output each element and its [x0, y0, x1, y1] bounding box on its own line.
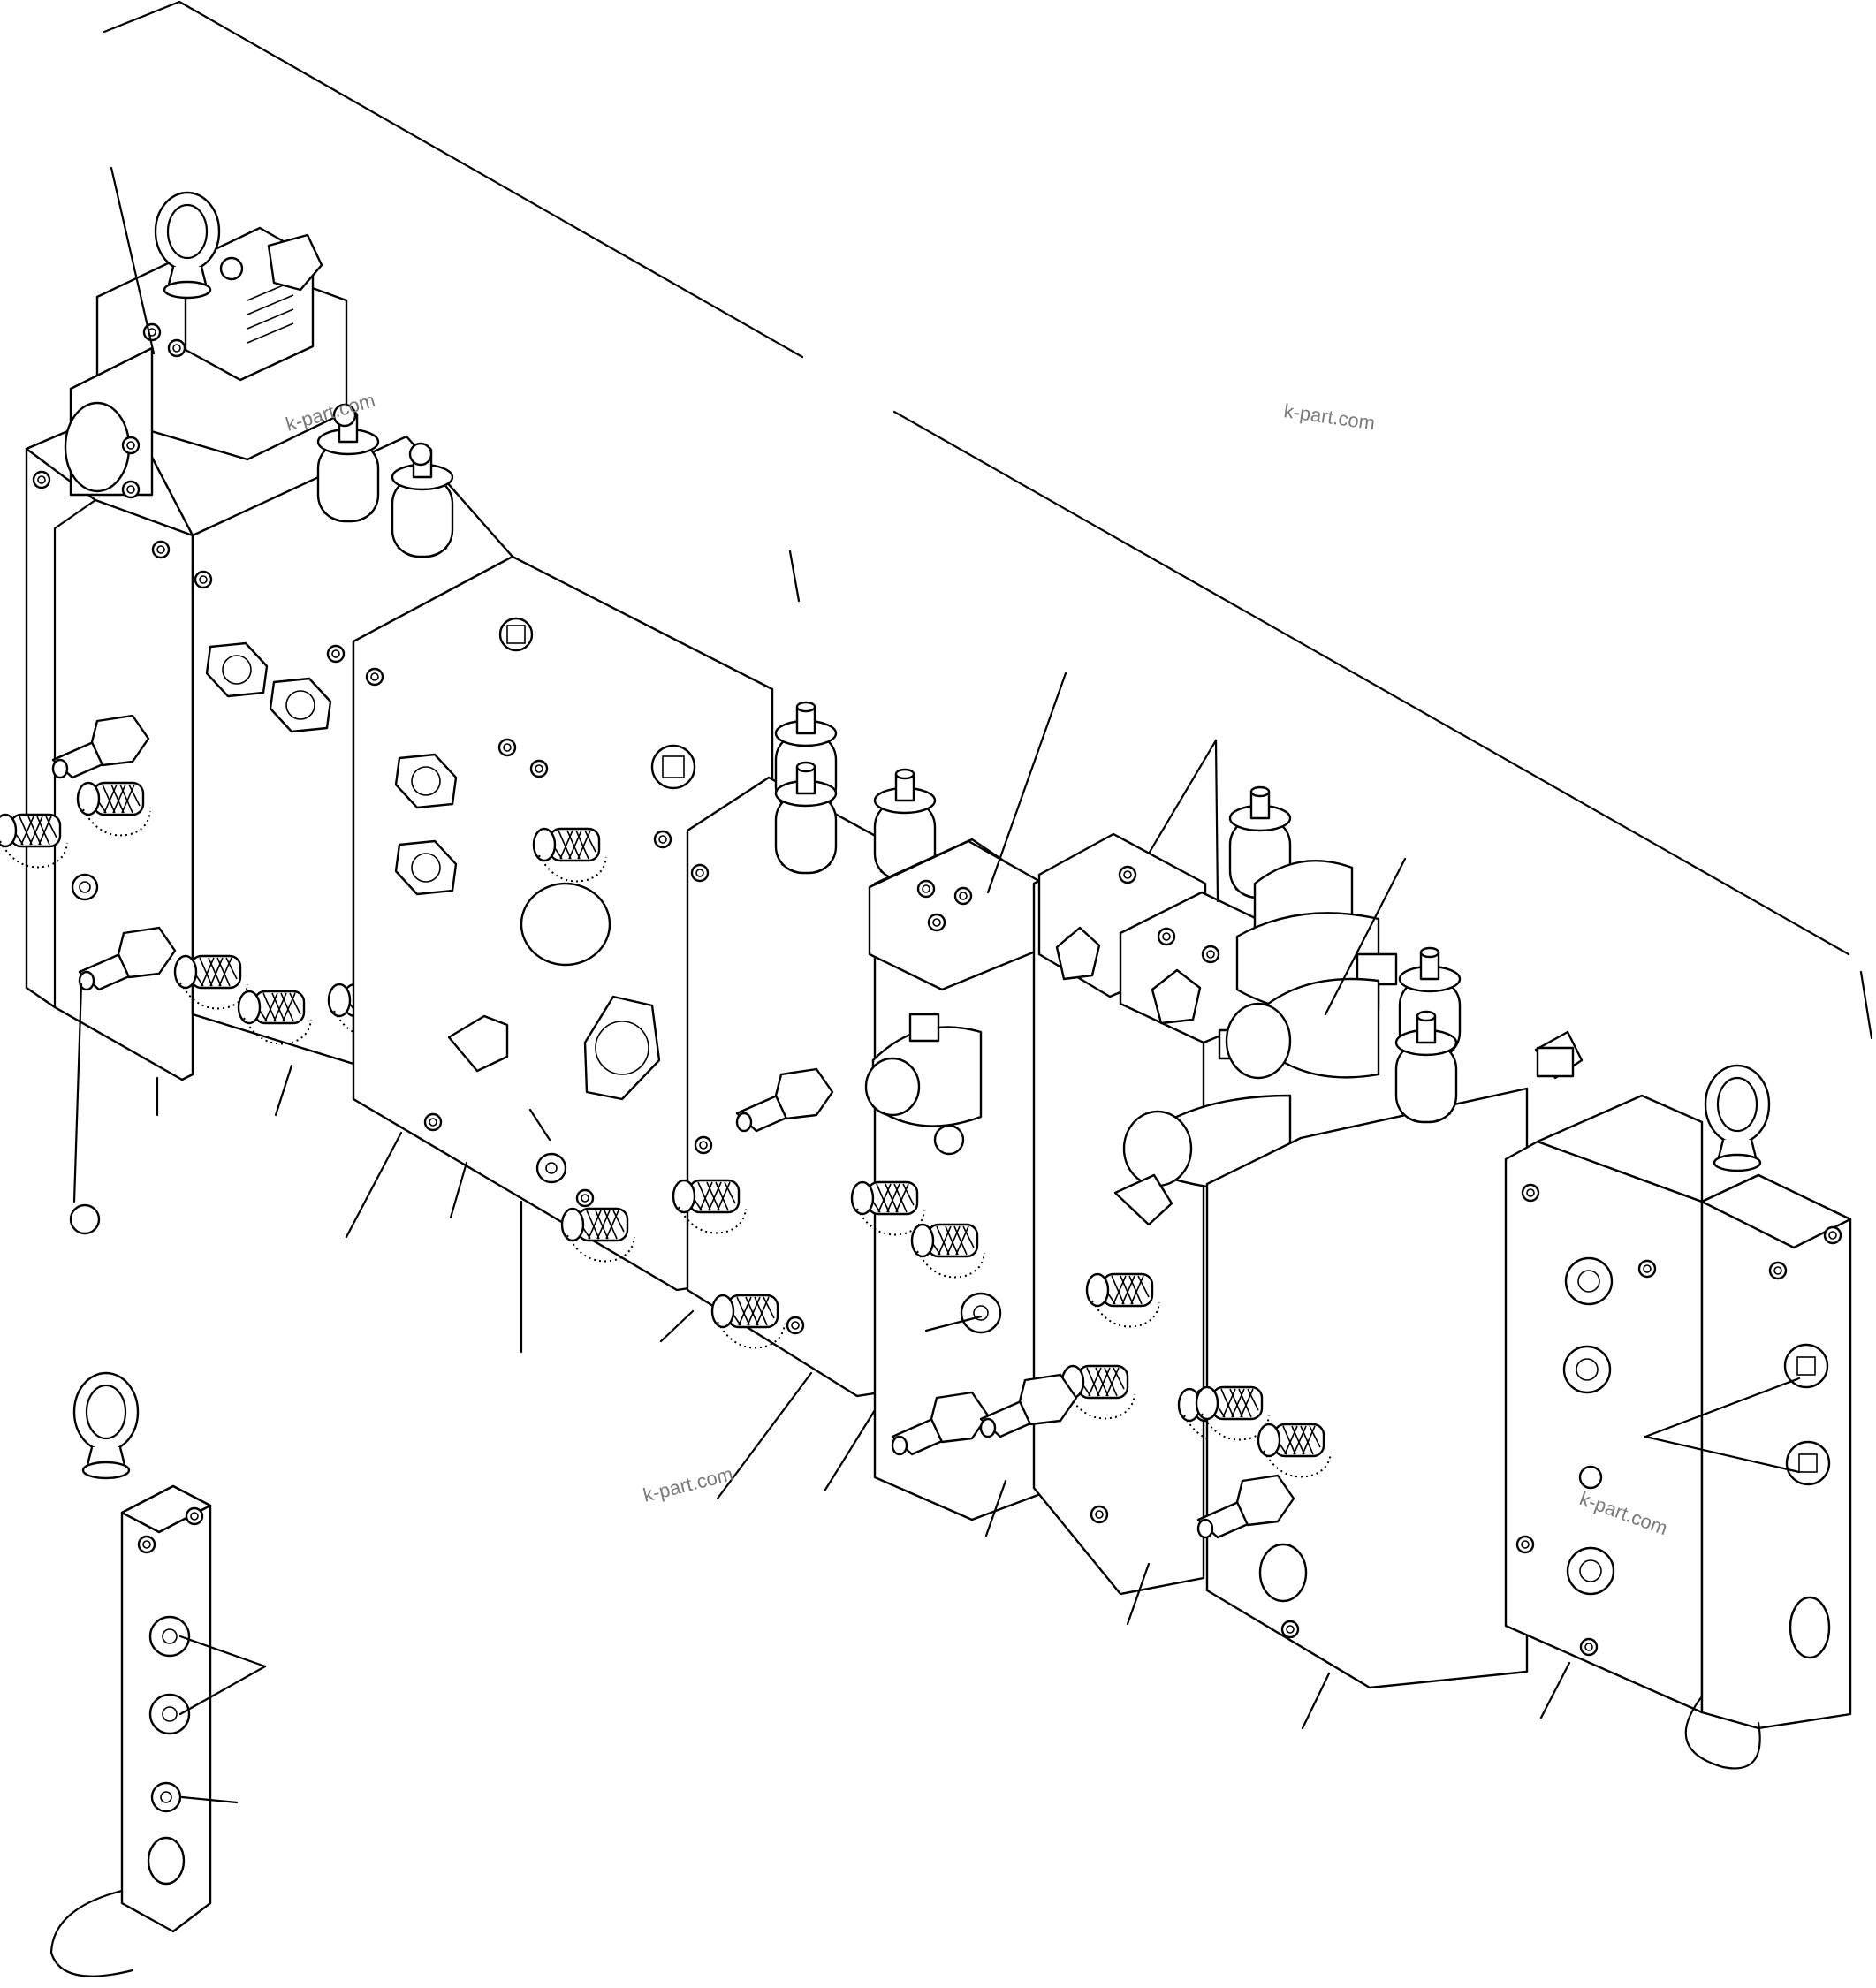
watermark-top-right: k-part.com	[1282, 399, 1376, 434]
valve-block-6	[1032, 785, 1292, 1596]
valve-block-5	[850, 838, 1044, 1521]
valve-block-1	[0, 405, 194, 1235]
ref-line-top	[178, 0, 804, 359]
ref-line-right	[892, 410, 1850, 956]
end-block-detached	[49, 1371, 212, 1977]
end-block-right	[1684, 1064, 1852, 1770]
ref-line-top-left	[103, 0, 181, 34]
leader-lines	[110, 166, 1801, 1804]
valve-block-8	[1195, 977, 1529, 1689]
watermark-bottom-center: k-part.com	[641, 1462, 735, 1506]
solenoid-valve-top	[64, 191, 348, 499]
ref-line-right-tick	[1859, 970, 1873, 1040]
valve-block-3	[352, 555, 774, 1292]
valve-block-9	[1504, 1030, 1704, 1714]
